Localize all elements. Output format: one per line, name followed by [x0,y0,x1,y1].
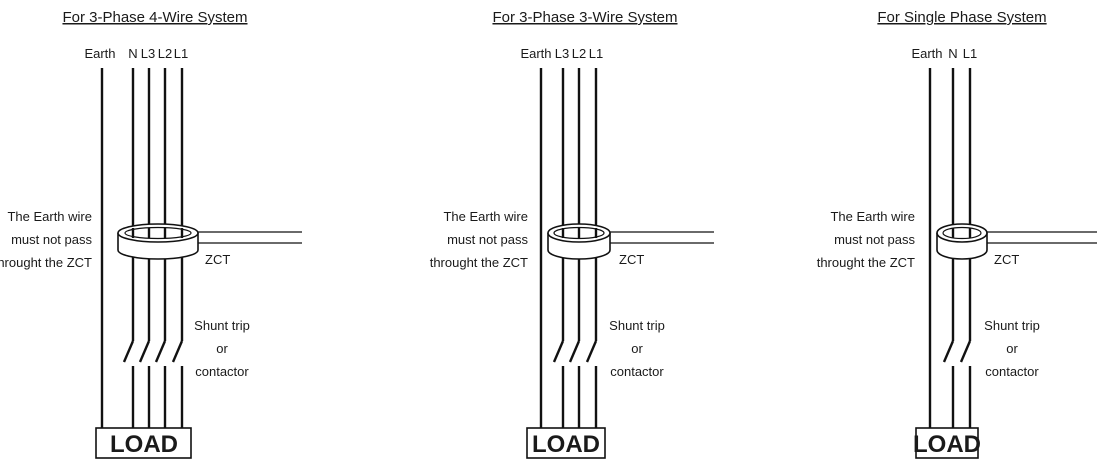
earth-note-line: throught the ZCT [0,255,92,270]
load-box [526,427,606,459]
load-box [95,427,192,459]
panel-title: For Single Phase System [877,9,1046,26]
phase-label-n: N [128,46,137,61]
load-label: LOAD [532,431,600,458]
earth-label: Earth [520,46,551,61]
zct-label: ZCT [994,252,1019,267]
earth-label: Earth [911,46,942,61]
load-label: LOAD [110,431,178,458]
load-box [915,427,979,459]
switch-blade [171,340,184,363]
switch-blade [154,340,167,363]
earth-note-line: must not pass [11,232,92,247]
phase-label-l3: L3 [555,46,569,61]
phase-label-l1: L1 [589,46,603,61]
switch-blade [568,340,581,363]
phase-label-l2: L2 [572,46,586,61]
switch-label-line: or [1006,341,1018,356]
panel-title: For 3-Phase 4-Wire System [62,9,247,26]
switch-label-line: contactor [195,364,249,379]
earth-note-line: throught the ZCT [430,255,528,270]
switch-blade [122,340,135,363]
switch-blade [585,340,598,363]
earth-note-line: The Earth wire [7,209,92,224]
zct-ring [936,223,988,260]
panel-single-phase: For Single Phase System Earth N L1 ZCT T… [817,9,1097,459]
switch-blade [552,340,565,363]
zct-ring [547,223,611,260]
switch-label-line: contactor [610,364,664,379]
switch-blade [959,340,972,363]
phase-label-l3: L3 [141,46,155,61]
earth-note-line: throught the ZCT [817,255,915,270]
switch-label-line: Shunt trip [609,318,665,333]
switch-label-line: Shunt trip [194,318,250,333]
phase-label-l2: L2 [158,46,172,61]
zct-label: ZCT [619,252,644,267]
panel-title: For 3-Phase 3-Wire System [492,9,677,26]
phase-label-n: N [948,46,957,61]
switch-label-line: contactor [985,364,1039,379]
earth-note-line: must not pass [447,232,528,247]
switch-label-line: or [216,341,228,356]
earth-label: Earth [84,46,115,61]
phase-label-l1: L1 [174,46,188,61]
switch-blade [138,340,151,363]
zct-ring [117,223,199,260]
load-label: LOAD [913,431,981,458]
zct-label: ZCT [205,252,230,267]
panel-four-wire: For 3-Phase 4-Wire System Earth N L3 L2 … [0,9,302,459]
earth-note-line: The Earth wire [830,209,915,224]
phase-label-l1: L1 [963,46,977,61]
switch-label-line: or [631,341,643,356]
earth-note-line: must not pass [834,232,915,247]
earth-note-line: The Earth wire [443,209,528,224]
switch-label-line: Shunt trip [984,318,1040,333]
panel-three-wire: For 3-Phase 3-Wire System Earth L3 L2 L1… [430,9,714,459]
switch-blade [942,340,955,363]
